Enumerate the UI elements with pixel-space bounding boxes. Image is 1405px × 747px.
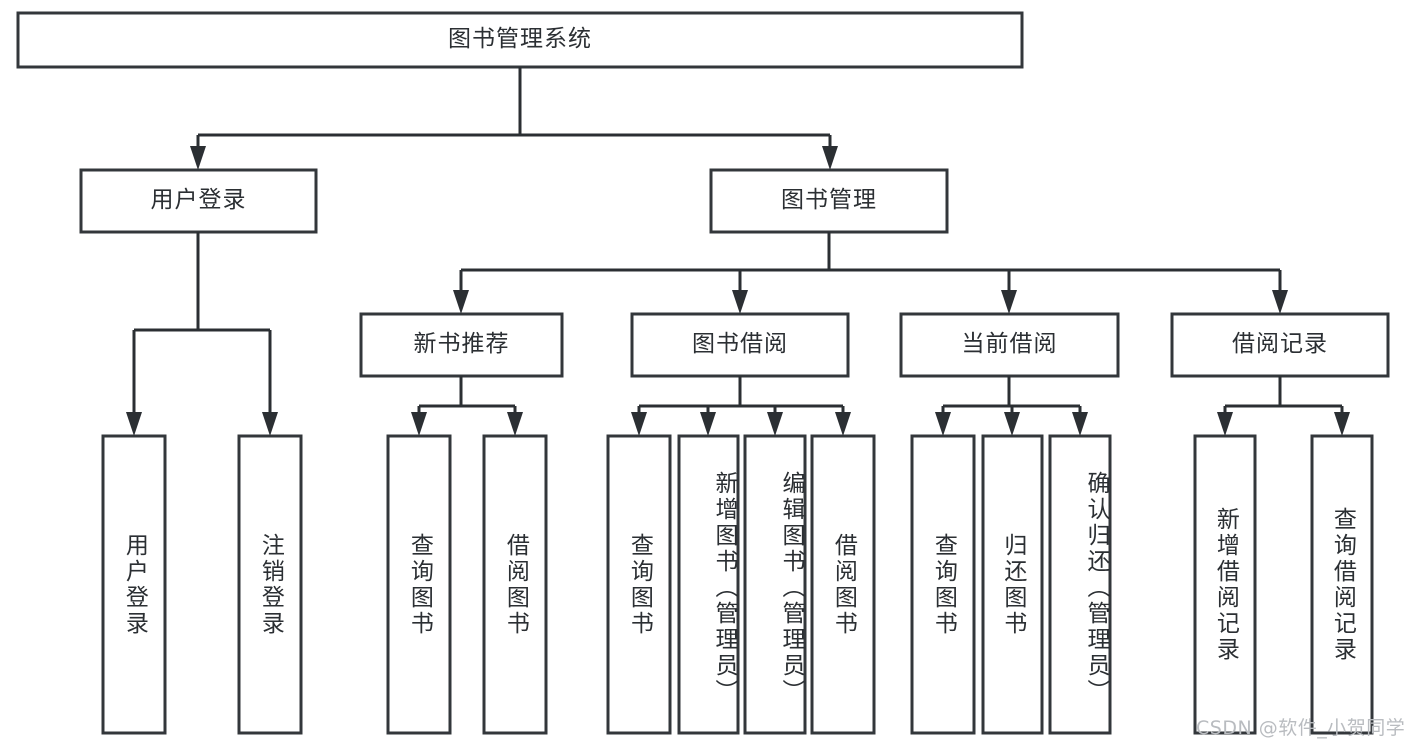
node-box-leaf-10[interactable]	[1048, 434, 1112, 735]
node-box-new-book-recommend[interactable]	[359, 312, 564, 378]
node-box-leaf-8[interactable]	[910, 434, 976, 735]
node-box-user-login[interactable]	[79, 168, 318, 234]
node-box-leaf-4[interactable]	[606, 434, 672, 735]
csdn-watermark: CSDN @软件_小贺同学	[1196, 717, 1405, 739]
connector-user-login-to-leaves	[126, 232, 278, 436]
node-box-leaf-9[interactable]	[981, 434, 1044, 735]
node-box-leaf-1[interactable]	[237, 434, 303, 735]
node-box-leaf-0[interactable]	[101, 434, 167, 735]
node-box-book-management[interactable]	[709, 168, 949, 234]
node-box-leaf-5[interactable]	[677, 434, 740, 735]
node-box-leaf-6[interactable]	[743, 434, 807, 735]
connector-new-book-recommend-to-leaves	[411, 376, 523, 436]
node-box-leaf-2[interactable]	[386, 434, 452, 735]
node-box-current-borrow[interactable]	[899, 312, 1120, 378]
node-box-leaf-7[interactable]	[810, 434, 876, 735]
connector-borrow-record-to-leaves	[1217, 376, 1350, 436]
connector-book-borrow-to-leaves	[631, 376, 851, 436]
node-box-leaf-3[interactable]	[482, 434, 548, 735]
connector-root-to-level2	[190, 67, 838, 170]
node-box-book-borrow[interactable]	[630, 312, 850, 378]
node-box-borrow-record[interactable]	[1170, 312, 1390, 378]
connector-book-management-to-level3	[453, 232, 1288, 314]
connector-current-borrow-to-leaves	[935, 376, 1088, 436]
node-box-leaf-11[interactable]	[1193, 434, 1257, 735]
node-box-leaf-12[interactable]	[1310, 434, 1374, 735]
node-box-root[interactable]	[16, 11, 1024, 69]
